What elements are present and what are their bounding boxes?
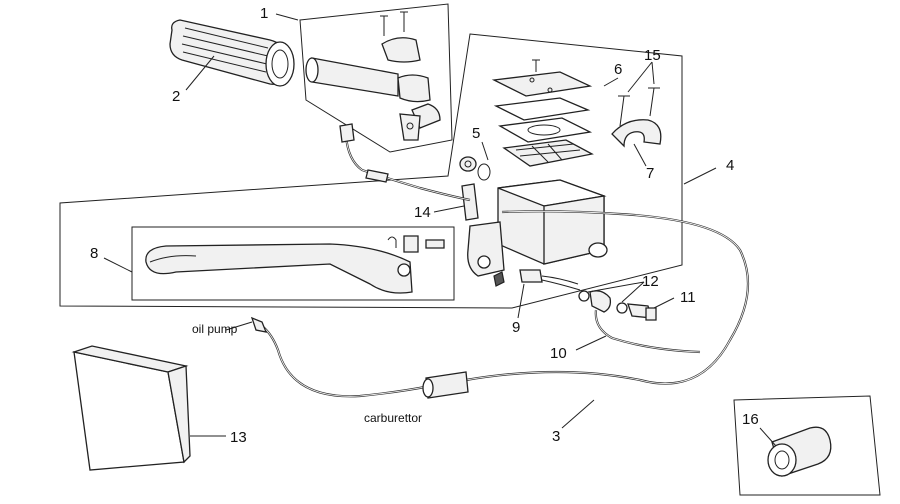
callout-7: 7 bbox=[646, 165, 654, 182]
master-cylinder-body bbox=[461, 179, 608, 287]
brake-lever-part-8 bbox=[145, 235, 445, 294]
callout-1: 1 bbox=[260, 5, 268, 22]
callout-12: 12 bbox=[642, 273, 659, 290]
throttle-assembly-part-1 bbox=[305, 11, 441, 141]
annotations: oil pump carburettor bbox=[192, 322, 422, 425]
plug-part-16 bbox=[767, 426, 832, 477]
callout-16: 16 bbox=[742, 411, 759, 428]
clamp-part-7 bbox=[611, 119, 662, 148]
leader-lines bbox=[103, 13, 777, 447]
banjo-bolt-part-11 bbox=[627, 303, 657, 321]
seal-part-5 bbox=[459, 156, 491, 181]
callout-5: 5 bbox=[472, 125, 480, 142]
callout-labels: 1 2 3 4 5 6 7 8 9 10 11 12 13 14 15 16 bbox=[90, 5, 759, 446]
screws-part-15 bbox=[618, 87, 660, 127]
grip-part-2 bbox=[169, 19, 295, 87]
carburettor-label: carburettor bbox=[364, 411, 422, 425]
callout-10: 10 bbox=[550, 345, 567, 362]
frame-part-16 bbox=[733, 395, 881, 496]
washers-part-12 bbox=[578, 290, 628, 314]
callout-4: 4 bbox=[726, 157, 734, 174]
callout-2: 2 bbox=[172, 88, 180, 105]
callout-6: 6 bbox=[614, 61, 622, 78]
callout-14: 14 bbox=[414, 204, 431, 221]
frame-part-8 bbox=[131, 226, 455, 301]
frame-part-1 bbox=[299, 3, 453, 153]
hose-fitting-part-10 bbox=[589, 290, 701, 354]
callout-3: 3 bbox=[552, 428, 560, 445]
oil-pump-label: oil pump bbox=[192, 322, 238, 336]
switch-part-9 bbox=[519, 269, 581, 291]
long-cable-part-3 bbox=[250, 210, 750, 399]
callout-13: 13 bbox=[230, 429, 247, 446]
callout-8: 8 bbox=[90, 245, 98, 262]
callout-15: 15 bbox=[644, 47, 661, 64]
booklet-part-13 bbox=[71, 345, 191, 471]
callout-11: 11 bbox=[680, 289, 696, 306]
throttle-cable bbox=[339, 123, 471, 202]
callout-9: 9 bbox=[512, 319, 520, 336]
reservoir-cap-part-6 bbox=[491, 59, 594, 167]
